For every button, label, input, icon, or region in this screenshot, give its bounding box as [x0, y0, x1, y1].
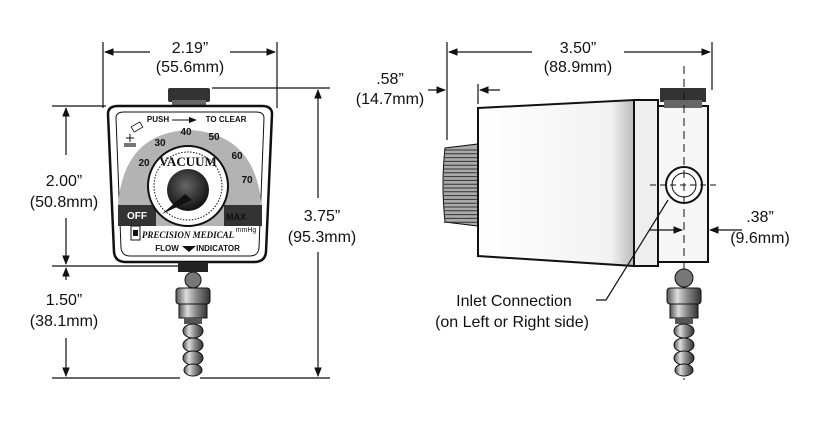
knob-depth-dimension: .58” (14.7mm)	[356, 71, 500, 108]
side-length-dimension: 3.50” (88.9mm)	[446, 36, 713, 140]
front-width-label: 2.19”	[172, 40, 208, 57]
front-width-mm: (55.6mm)	[156, 59, 224, 76]
tick-30: 30	[154, 138, 166, 149]
inlet-callout-line1: Inlet Connection	[456, 293, 572, 310]
side-housing	[477, 98, 635, 268]
to-clear-label: TO CLEAR	[206, 115, 247, 124]
knob-depth-label: .58”	[376, 71, 404, 88]
inlet-offset-dimension: .38” (9.6mm)	[650, 209, 790, 247]
side-outlet-fitting	[666, 268, 702, 377]
push-button	[168, 88, 210, 102]
front-height-dimensions: 2.00” (50.8mm) 1.50” (38.1mm)	[30, 105, 180, 379]
tick-20: 20	[138, 158, 150, 169]
outlet-fitting	[175, 262, 211, 377]
brand-label: PRECISION MEDICAL	[142, 230, 235, 240]
inlet-callout-line2: (on Left or Right side)	[435, 314, 589, 331]
service-wrench-icon	[124, 121, 144, 147]
push-label: PUSH	[147, 115, 169, 124]
tick-40: 40	[180, 127, 192, 138]
flow-indicator-icon	[130, 225, 141, 241]
max-zone	[224, 205, 262, 226]
inlet-callout: Inlet Connection (on Left or Right side)	[435, 199, 669, 331]
front-total-height-dimension: 3.75” (95.3mm)	[200, 87, 356, 379]
body-height-mm: (50.8mm)	[30, 194, 98, 211]
tick-70: 70	[241, 175, 253, 186]
control-knob	[167, 169, 209, 211]
total-height-mm: (95.3mm)	[288, 229, 356, 246]
flow-label: FLOW	[155, 244, 179, 253]
unit-label: mmHg	[236, 227, 257, 234]
side-faceplate	[633, 99, 659, 267]
off-label: OFF	[127, 211, 147, 222]
side-push-button	[660, 88, 706, 102]
fitting-height-label: 1.50”	[46, 292, 82, 309]
total-height-label: 3.75”	[304, 208, 340, 225]
vacuum-title: VACUUM	[159, 154, 217, 169]
side-length-mm: (88.9mm)	[544, 59, 612, 76]
front-width-dimension: 2.19” (55.6mm)	[102, 38, 278, 108]
side-view: 3.50” (88.9mm) .58” (14.7mm)	[356, 36, 790, 380]
inlet-offset-label: .38”	[746, 209, 774, 226]
fitting-height-mm: (38.1mm)	[30, 313, 98, 330]
indicator-label: INDICATOR	[196, 244, 240, 253]
knob-pointer	[162, 194, 192, 214]
side-knob	[442, 143, 479, 227]
tick-50: 50	[208, 132, 220, 143]
inlet-offset-mm: (9.6mm)	[730, 230, 790, 247]
tick-60: 60	[231, 151, 243, 162]
side-length-label: 3.50”	[560, 40, 596, 57]
max-label: MAX	[226, 212, 246, 222]
knob-depth-mm: (14.7mm)	[356, 91, 424, 108]
front-view: 2.19” (55.6mm) PUSH TO CLEAR 20 30 40 50…	[30, 38, 356, 379]
off-zone	[118, 205, 156, 226]
body-height-label: 2.00”	[46, 173, 82, 190]
